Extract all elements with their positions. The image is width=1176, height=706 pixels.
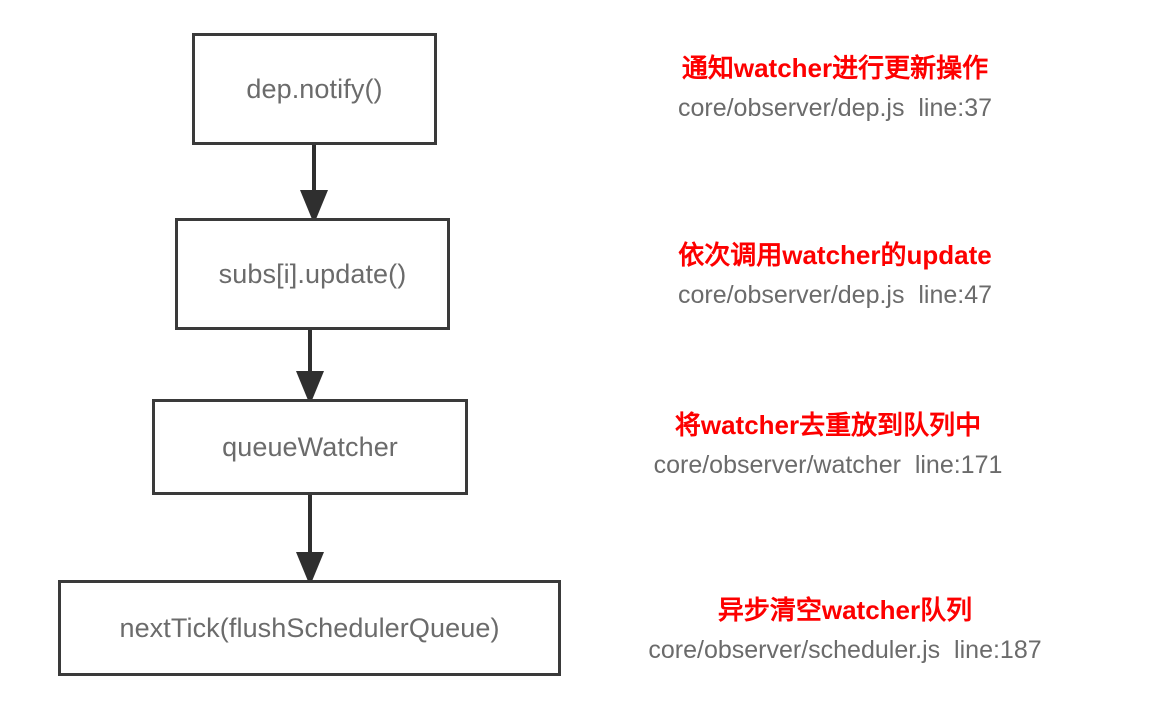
annotation-queue-watcher: 将watcher去重放到队列中 core/observer/watcher li…: [654, 410, 1003, 481]
annotation-source-next-tick: core/observer/scheduler.js line:187: [648, 635, 1042, 664]
annotation-source-queue-watcher: core/observer/watcher line:171: [653, 450, 1003, 479]
node-next-tick[interactable]: nextTick(flushSchedulerQueue): [58, 580, 561, 676]
annotation-source-dep-notify: core/observer/dep.js line:37: [677, 93, 993, 122]
annotation-source-subs-update: core/observer/dep.js line:47: [677, 280, 993, 309]
annotation-next-tick: 异步清空watcher队列 core/observer/scheduler.js…: [648, 595, 1041, 666]
arrow-dep-notify-to-subs-update: [300, 145, 328, 224]
node-label-dep-notify: dep.notify(): [246, 73, 383, 104]
node-label-queue-watcher: queueWatcher: [222, 431, 398, 462]
node-queue-watcher[interactable]: queueWatcher: [152, 399, 468, 495]
node-dep-notify[interactable]: dep.notify(): [192, 33, 437, 145]
annotation-title-queue-watcher: 将watcher去重放到队列中: [674, 410, 982, 440]
annotation-subs-update: 依次调用watcher的update core/observer/dep.js …: [678, 240, 992, 311]
annotation-dep-notify: 通知watcher进行更新操作 core/observer/dep.js lin…: [678, 53, 992, 124]
annotation-title-next-tick: 异步清空watcher队列: [717, 595, 973, 625]
node-label-subs-update: subs[i].update(): [218, 258, 407, 289]
node-label-next-tick: nextTick(flushSchedulerQueue): [119, 612, 500, 643]
arrow-subs-update-to-queue-watcher: [296, 330, 324, 405]
node-subs-update[interactable]: subs[i].update(): [175, 218, 450, 330]
annotation-title-dep-notify: 通知watcher进行更新操作: [681, 53, 989, 83]
annotation-title-subs-update: 依次调用watcher的update: [678, 240, 992, 270]
arrow-queue-watcher-to-next-tick: [296, 495, 324, 586]
